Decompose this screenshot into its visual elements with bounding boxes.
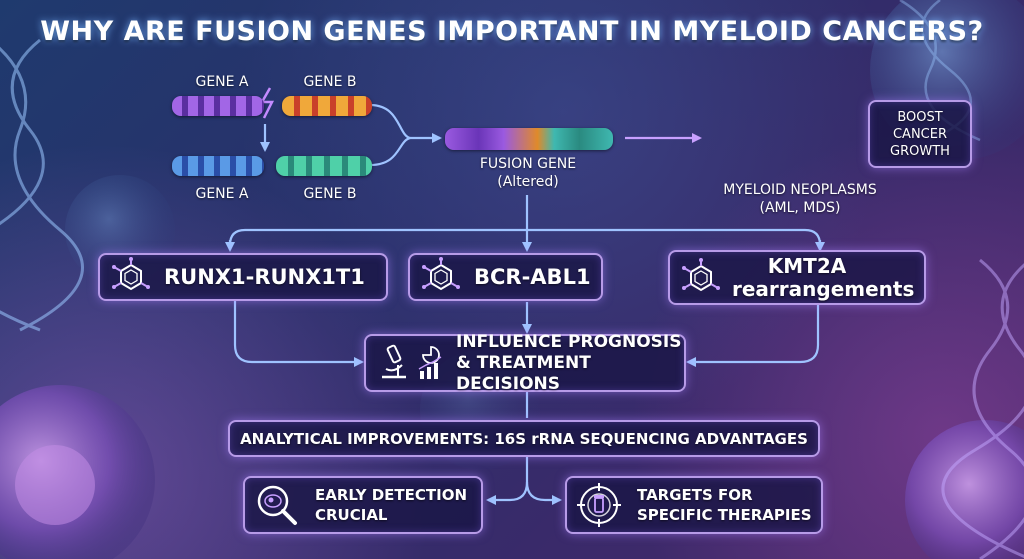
analytical-improvements-box: ANALYTICAL IMPROVEMENTS: 16S rRNA SEQUEN… bbox=[228, 420, 820, 457]
gene-b-label-top: GENE B bbox=[303, 74, 357, 90]
early-detection-line-1: EARLY DETECTION bbox=[315, 486, 468, 504]
gene-a-chromosome-top bbox=[172, 96, 264, 116]
myeloid-neoplasms-label: MYELOID NEOPLASMS bbox=[723, 182, 877, 198]
early-detection-text: EARLY DETECTION CRUCIAL bbox=[315, 485, 467, 525]
microscope-icon bbox=[382, 344, 406, 379]
gene-a-label-bottom: GENE A bbox=[195, 186, 249, 202]
targets-line-1: TARGETS FOR bbox=[637, 486, 753, 504]
prognosis-line-1: INFLUENCE PROGNOSIS bbox=[456, 331, 682, 352]
molecule-icon bbox=[682, 257, 720, 291]
gene-a-chromosome-bottom bbox=[172, 156, 264, 176]
fusion-box-runx1: RUNX1-RUNX1T1 bbox=[98, 253, 388, 301]
fusion-gene-sublabel: (Altered) bbox=[497, 174, 559, 190]
chart-icon bbox=[418, 346, 442, 379]
dna-helix-right bbox=[941, 258, 1024, 559]
fusion-gene-chromosome bbox=[445, 128, 613, 150]
fusion-box-kmt2a: KMT2A rearrangements bbox=[668, 250, 926, 305]
page-title: WHY ARE FUSION GENES IMPORTANT IN MYELOI… bbox=[40, 16, 984, 47]
boost-cancer-growth-box: BOOST CANCER GROWTH bbox=[868, 100, 972, 168]
fusion-box-bcr-abl1: BCR-ABL1 bbox=[408, 253, 603, 301]
cell-bottom-left-nucleus bbox=[15, 445, 95, 525]
early-detection-box: EARLY DETECTION CRUCIAL bbox=[243, 476, 483, 534]
fusion-name-runx1: RUNX1-RUNX1T1 bbox=[164, 265, 365, 289]
targets-line-2: SPECIFIC THERAPIES bbox=[637, 506, 812, 524]
molecule-icon bbox=[112, 257, 150, 291]
magnifier-cell-icon bbox=[257, 485, 297, 525]
boost-cancer-growth-text: BOOST CANCER GROWTH bbox=[890, 109, 950, 159]
analytical-improvements-text: ANALYTICAL IMPROVEMENTS: 16S rRNA SEQUEN… bbox=[240, 429, 808, 448]
gene-a-label-top: GENE A bbox=[195, 74, 249, 90]
prognosis-box: INFLUENCE PROGNOSIS & TREATMENT DECISION… bbox=[364, 332, 686, 395]
fusion-name-bcr-abl1: BCR-ABL1 bbox=[474, 265, 591, 289]
prognosis-line-2: & TREATMENT DECISIONS bbox=[456, 352, 591, 394]
early-detection-line-2: CRUCIAL bbox=[315, 506, 388, 524]
target-vial-icon bbox=[577, 483, 621, 527]
myeloid-neoplasms-sublabel: (AML, MDS) bbox=[759, 200, 841, 216]
targets-therapies-box: TARGETS FOR SPECIFIC THERAPIES bbox=[565, 476, 823, 534]
gene-b-chromosome-top bbox=[282, 96, 372, 116]
targets-text: TARGETS FOR SPECIFIC THERAPIES bbox=[637, 485, 812, 525]
cell-bottom-right bbox=[905, 420, 1024, 559]
gene-b-label-bottom: GENE B bbox=[303, 186, 357, 202]
molecule-icon bbox=[422, 257, 460, 291]
dna-helix-left bbox=[0, 38, 84, 332]
fusion-gene-label: FUSION GENE bbox=[479, 156, 577, 172]
prognosis-text: INFLUENCE PROGNOSIS & TREATMENT DECISION… bbox=[456, 332, 684, 395]
gene-b-chromosome-bottom bbox=[276, 156, 372, 176]
fusion-name-kmt2a: KMT2A rearrangements bbox=[732, 253, 915, 301]
